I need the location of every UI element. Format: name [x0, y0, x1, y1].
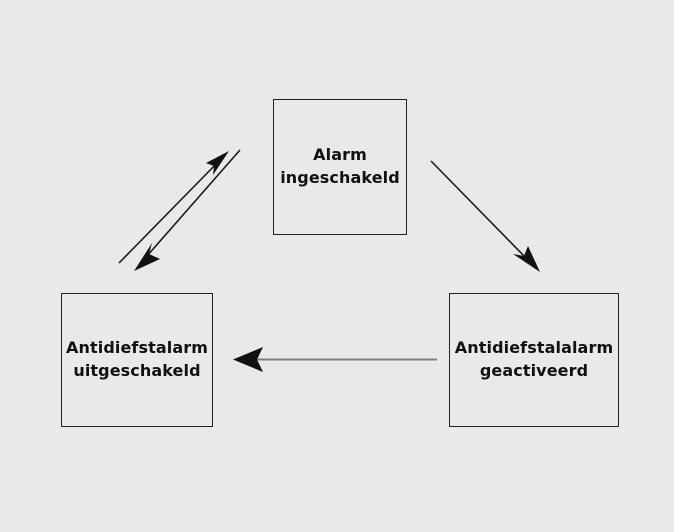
state-node-antidiefstalalarm-geactiveerd[interactable]: Antidiefstalalarm geactiveerd	[449, 293, 619, 427]
state-node-label: Antidiefstalarm uitgeschakeld	[66, 337, 208, 382]
state-node-label: Antidiefstalalarm geactiveerd	[455, 337, 613, 382]
state-node-label-line2: geactiveerd	[479, 361, 589, 380]
state-node-alarm-ingeschakeld[interactable]: Alarm ingeschakeld	[273, 99, 407, 235]
state-node-label-line1: Alarm	[313, 145, 367, 165]
edge-ingeschakeld-to-geactiveerd	[430, 160, 540, 272]
edge-line	[118, 159, 221, 264]
edge-geactiveerd-to-uitgeschakeld	[233, 347, 437, 372]
edge-line	[430, 160, 527, 259]
arrowhead-icon	[206, 151, 229, 175]
state-node-label-line2: ingeschakeld	[280, 168, 400, 187]
arrowhead-icon	[513, 246, 540, 272]
arrowhead-icon	[233, 347, 263, 372]
state-node-antidiefstalarm-uitgeschakeld[interactable]: Antidiefstalarm uitgeschakeld	[61, 293, 213, 427]
edge-line	[146, 149, 241, 257]
state-node-label-line1: Antidiefstalalarm	[454, 338, 614, 358]
edge-uitgeschakeld-to-ingeschakeld	[118, 151, 229, 264]
state-node-label-line1: Antidiefstalarm	[66, 338, 208, 358]
state-node-label-line2: uitgeschakeld	[73, 361, 201, 380]
edge-ingeschakeld-to-uitgeschakeld	[134, 149, 241, 271]
arrowhead-icon	[134, 243, 160, 271]
state-node-label: Alarm ingeschakeld	[280, 144, 400, 189]
